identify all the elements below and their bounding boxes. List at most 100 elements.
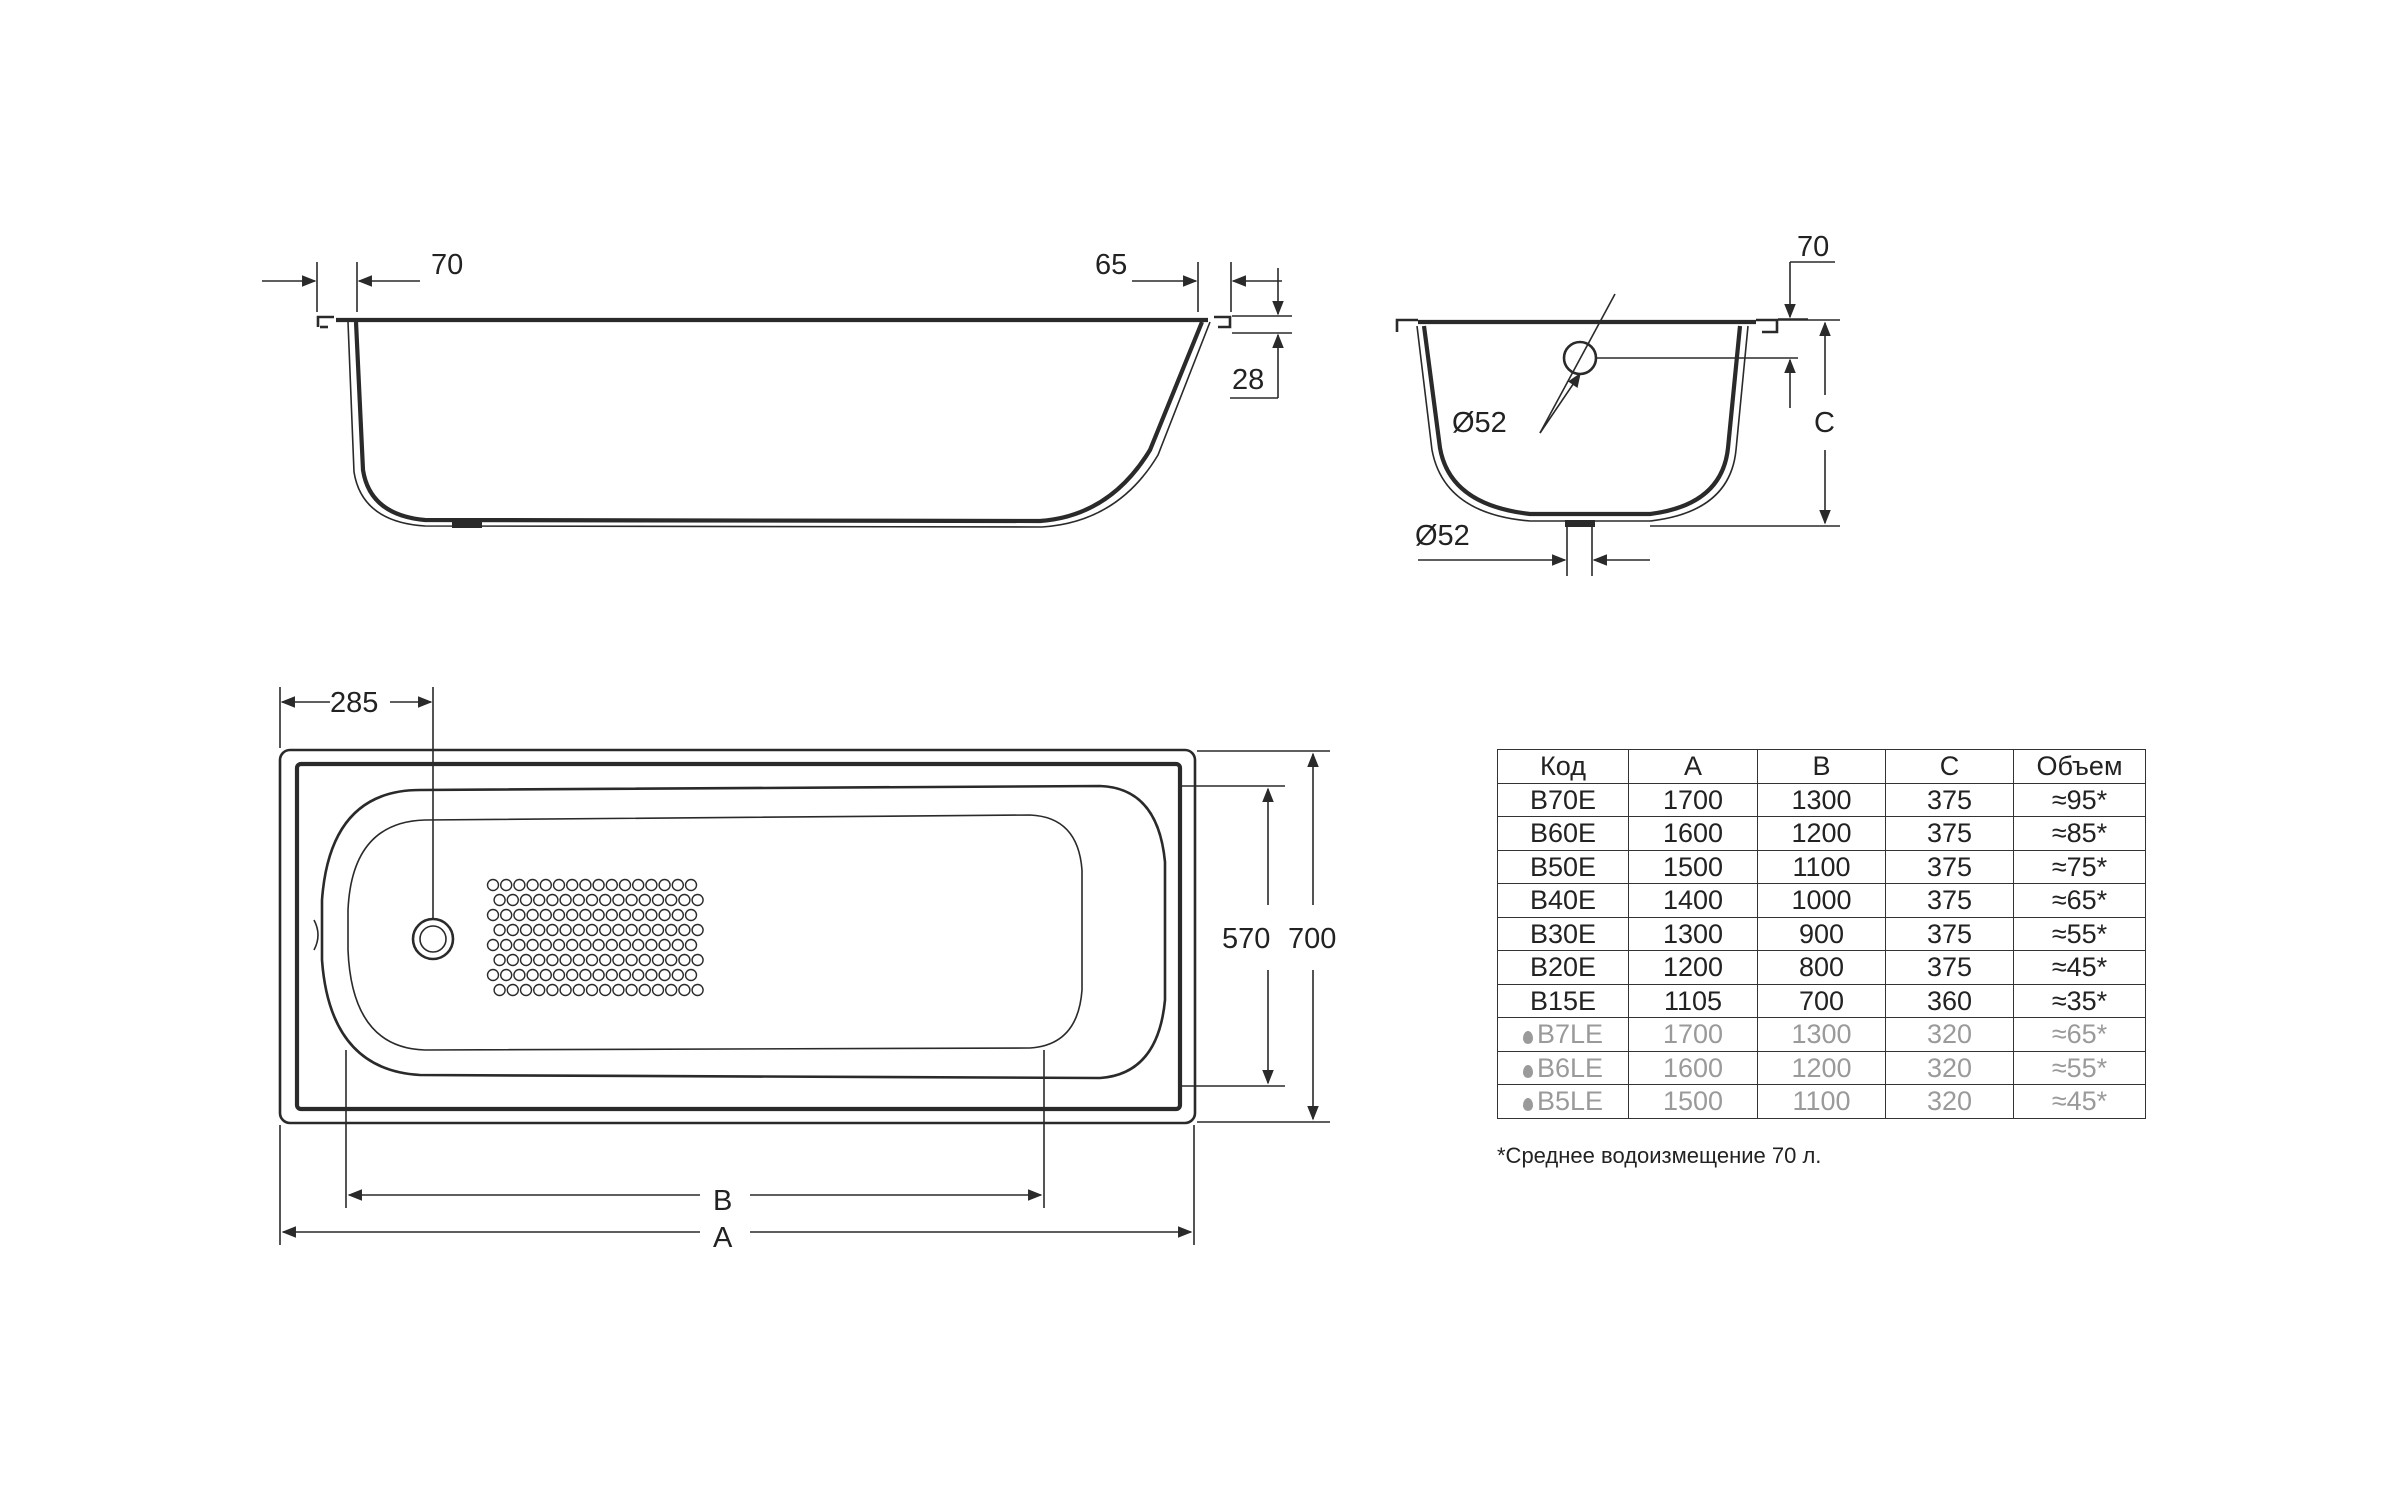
- pattern-dot: [638, 923, 651, 937]
- cell-volume: ≈55*: [2013, 916, 2146, 951]
- cell-volume: ≈55*: [2013, 1050, 2146, 1085]
- pattern-dot: [665, 923, 678, 937]
- pattern-dot: [519, 923, 533, 937]
- cell-c: 375: [1885, 950, 2014, 985]
- pattern-dot: [546, 893, 559, 907]
- pattern-dot: [486, 968, 500, 982]
- cell-b: 1000: [1757, 883, 1886, 918]
- pattern-dot: [645, 908, 658, 922]
- cell-c: 375: [1885, 883, 2014, 918]
- pattern-dot: [579, 938, 592, 952]
- cell-a: 1105: [1628, 983, 1758, 1018]
- pattern-dot: [559, 953, 572, 967]
- dim-overflow-diameter: Ø52: [1452, 407, 1507, 439]
- pattern-dot: [612, 983, 625, 997]
- pattern-dot: [533, 953, 546, 967]
- cell-code: B60E: [1497, 816, 1629, 851]
- pattern-dot: [579, 968, 592, 982]
- pattern-dot: [684, 908, 698, 922]
- cell-a: 1700: [1628, 1017, 1758, 1052]
- cell-code-text: B5LE: [1536, 1086, 1604, 1117]
- pattern-dot: [486, 938, 500, 952]
- cell-code: B30E: [1497, 916, 1629, 951]
- pattern-dot: [605, 938, 618, 952]
- pattern-dot: [506, 983, 519, 997]
- pattern-dot: [513, 968, 526, 982]
- pattern-dot: [552, 968, 566, 982]
- pattern-dot: [592, 908, 605, 922]
- pattern-dot: [533, 893, 546, 907]
- dim-side-rim-right: 65: [1095, 249, 1127, 281]
- pattern-dot: [665, 953, 678, 967]
- pattern-dot: [658, 908, 671, 922]
- pattern-dot: [618, 908, 632, 922]
- pattern-dot: [493, 953, 506, 967]
- pattern-dot: [552, 908, 566, 922]
- pattern-dot: [684, 968, 698, 982]
- cell-a: 1200: [1628, 950, 1758, 985]
- pattern-dot: [651, 983, 665, 997]
- pattern-dot: [651, 923, 665, 937]
- pattern-dot: [599, 923, 612, 937]
- pattern-dot: [665, 893, 678, 907]
- cell-b: 800: [1757, 950, 1886, 985]
- pattern-dot: [559, 983, 572, 997]
- pattern-dot: [605, 908, 618, 922]
- pattern-dot: [539, 968, 552, 982]
- cell-b: 1200: [1757, 816, 1886, 851]
- pattern-dot: [599, 953, 612, 967]
- dim-inner-width: 570: [1222, 923, 1270, 955]
- cell-c: 375: [1885, 849, 2014, 884]
- header-code: Код: [1497, 749, 1629, 784]
- cell-a: 1500: [1628, 849, 1758, 884]
- cell-b: 1100: [1757, 849, 1886, 884]
- pattern-dot: [671, 908, 684, 922]
- pattern-dot: [625, 893, 638, 907]
- cell-code: B50E: [1497, 849, 1629, 884]
- pattern-dot: [533, 923, 546, 937]
- pattern-dot: [638, 893, 651, 907]
- cell-a: 1300: [1628, 916, 1758, 951]
- pattern-dot: [526, 878, 539, 892]
- pattern-dot: [605, 878, 618, 892]
- water-drop-icon: [1522, 1098, 1533, 1112]
- top-view: 285 570 700 B A: [278, 687, 1336, 1254]
- pattern-dot: [559, 923, 572, 937]
- pattern-dot: [572, 953, 585, 967]
- pattern-dot: [632, 878, 645, 892]
- pattern-dot: [533, 983, 546, 997]
- cell-c: 320: [1885, 1017, 2014, 1052]
- table-header-row: Код A B C Объем: [1497, 749, 2146, 784]
- pattern-dot: [678, 983, 691, 997]
- cell-code: B6LE: [1497, 1050, 1629, 1085]
- cell-c: 320: [1885, 1084, 2014, 1119]
- cell-code-text: B7LE: [1536, 1019, 1604, 1050]
- pattern-dot: [645, 878, 658, 892]
- cell-volume: ≈85*: [2013, 816, 2146, 851]
- pattern-dot: [500, 938, 513, 952]
- cell-c: 320: [1885, 1050, 2014, 1085]
- pattern-dot: [513, 908, 526, 922]
- pattern-dot: [665, 983, 678, 997]
- cell-code: B40E: [1497, 883, 1629, 918]
- cell-code: B7LE: [1497, 1017, 1629, 1052]
- pattern-dot: [572, 893, 585, 907]
- pattern-dot: [552, 878, 566, 892]
- pattern-dot: [493, 983, 506, 997]
- cell-code-text: B6LE: [1536, 1052, 1604, 1083]
- dim-end-rim: 70: [1797, 231, 1829, 263]
- pattern-dot: [539, 908, 552, 922]
- pattern-dot: [585, 923, 599, 937]
- pattern-dot: [678, 923, 691, 937]
- pattern-dot: [638, 953, 651, 967]
- pattern-dot: [618, 878, 632, 892]
- pattern-dot: [599, 893, 612, 907]
- pattern-dot: [691, 983, 704, 997]
- pattern-dot: [632, 968, 645, 982]
- cell-volume: ≈65*: [2013, 1017, 2146, 1052]
- pattern-dot: [566, 878, 579, 892]
